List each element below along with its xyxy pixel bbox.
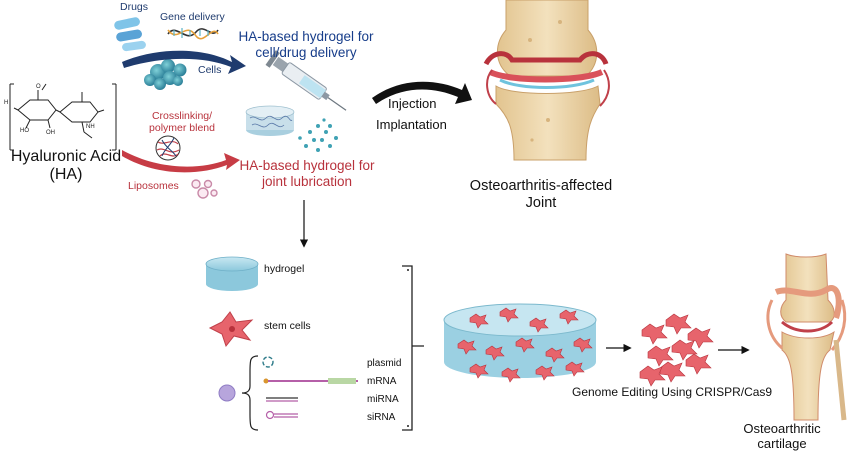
sirna-label: siRNA [367, 412, 396, 423]
hydrogel-component-icon [205, 256, 259, 291]
lubrication-arrow [122, 150, 240, 173]
lubrication-hydrogel-title-text: HA-based hydrogel for joint lubrication [239, 158, 375, 189]
joint-label: Osteoarthritis-affected Joint [458, 178, 624, 211]
lubrication-hydrogel-title: HA-based hydrogel for joint lubrication [234, 158, 380, 189]
svg-text:O: O [36, 84, 41, 90]
bracket-dot-bottom [407, 425, 409, 427]
delivery-arrow [122, 50, 246, 74]
gene-delivery-label: Gene delivery [160, 11, 225, 23]
hydrogel-disc-icon [245, 105, 295, 136]
liposome-icon [191, 179, 218, 199]
ha-label: Hyaluronic Acid (HA) [6, 148, 126, 185]
genome-editing-label: Genome Editing Using CRISPR/Cas9 [572, 385, 773, 399]
polymer-ball-icon [155, 135, 181, 161]
mrna-label: mRNA [367, 376, 397, 387]
joint-label-text: Osteoarthritis-affected Joint [469, 178, 613, 211]
edited-cell-cluster-icon [639, 313, 714, 387]
mirna-label: miRNA [367, 394, 399, 405]
nucleic-acid-icon [262, 356, 358, 420]
cartilage-label-text: Osteoarthritic cartilage [743, 421, 821, 451]
svg-text:OH: OH [46, 130, 55, 136]
syringe-icon [265, 50, 347, 111]
cell-cluster-icon [144, 59, 187, 90]
ha-label-text: Hyaluronic Acid (HA) [10, 148, 122, 184]
delivery-hydrogel-title: HA-based hydrogel for cell/drug delivery [236, 29, 376, 60]
injection-label: Injection [388, 96, 437, 111]
svg-text:NH: NH [86, 124, 95, 130]
injection-arrow [372, 81, 472, 104]
svg-text:H: H [4, 100, 8, 106]
knee-cartilage-icon [766, 253, 847, 421]
cartilage-label: Osteoarthritic cartilage [732, 421, 832, 452]
svg-text:HO: HO [20, 128, 29, 134]
stem-cells-label: stem cells [264, 320, 311, 332]
liposomes-label: Liposomes [128, 180, 179, 192]
delivery-hydrogel-title-text: HA-based hydrogel for cell/drug delivery [238, 29, 374, 60]
grouping-bracket [402, 265, 424, 431]
nanoparticle-dots-icon [298, 118, 338, 152]
ha-structure-icon: O HO OH NH H [4, 83, 117, 151]
hydrogel-label: hydrogel [264, 263, 305, 275]
knee-joint-icon [483, 0, 610, 161]
crosslinking-label-text: Crosslinking/ polymer blend [149, 110, 215, 135]
drugs-label: Drugs [120, 1, 149, 13]
plasmid-label: plasmid [367, 358, 402, 369]
implantation-label: Implantation [376, 117, 447, 132]
bracket-dot-top [407, 269, 409, 271]
stem-cell-icon [208, 311, 254, 348]
cell-laden-hydrogel-icon [443, 303, 597, 383]
crosslinking-label: Crosslinking/ polymer blend [134, 110, 230, 134]
cells-label: Cells [198, 64, 222, 76]
drug-capsule-icon [114, 17, 146, 52]
dna-helix-icon [167, 28, 219, 40]
carrier-particle-icon [218, 355, 259, 431]
